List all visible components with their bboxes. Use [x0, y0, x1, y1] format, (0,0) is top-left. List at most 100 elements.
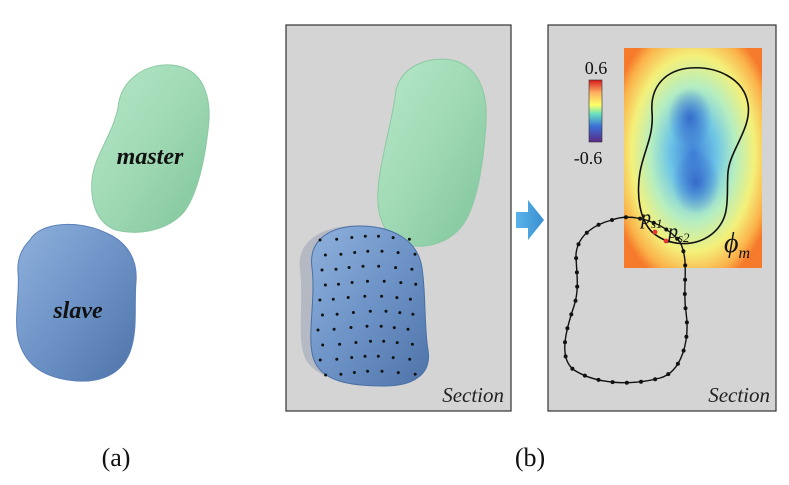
colorbar-min-label: -0.6 — [574, 148, 603, 168]
mesh-point — [414, 282, 418, 286]
mesh-point — [382, 279, 386, 283]
mesh-point — [332, 327, 336, 331]
colorbar: 0.6 -0.6 — [574, 58, 608, 168]
mesh-point — [382, 339, 386, 343]
contour-node — [681, 348, 686, 353]
contour-node — [573, 298, 578, 303]
mesh-point — [413, 372, 417, 376]
contour-node — [565, 326, 570, 331]
mesh-point — [395, 296, 399, 300]
contact-label-ps1: ps1 — [639, 207, 663, 231]
mesh-point — [408, 357, 412, 361]
mesh-point — [316, 328, 320, 332]
contour-node — [576, 242, 581, 247]
contour-node — [610, 380, 615, 385]
contour-node — [675, 236, 680, 241]
contour-node — [596, 222, 601, 227]
master-contour — [637, 67, 750, 245]
contour-node — [638, 216, 643, 221]
mesh-point — [380, 249, 384, 253]
mesh-point — [396, 251, 400, 255]
caption-b: (b) — [515, 443, 545, 472]
mesh-point — [323, 253, 327, 257]
mesh-point — [350, 236, 354, 239]
panel-b-left: Section — [285, 24, 512, 412]
contour-node — [684, 334, 689, 339]
contour-node — [624, 380, 629, 385]
mesh-point — [338, 342, 342, 346]
mesh-point — [351, 311, 355, 314]
mesh-point — [413, 252, 417, 256]
mesh-point — [349, 326, 353, 329]
level-set-field — [624, 48, 762, 268]
contour-node — [683, 277, 688, 282]
contour-node — [682, 292, 687, 296]
mesh-point — [350, 356, 354, 359]
master-particle-section — [377, 58, 487, 247]
slave-particle-section — [310, 225, 430, 387]
mesh-point — [399, 281, 403, 285]
contour-node — [664, 227, 669, 232]
mesh-point — [323, 283, 327, 287]
mesh-point — [353, 251, 357, 254]
mesh-point — [337, 282, 340, 286]
mesh-point — [391, 356, 395, 360]
mesh-point — [408, 297, 412, 301]
mesh-point — [354, 341, 358, 344]
mesh-point — [407, 237, 411, 241]
mesh-point — [363, 234, 367, 238]
contour-node — [651, 220, 656, 225]
panel-a: master slave (a) — [16, 64, 210, 472]
transition-arrow — [516, 200, 544, 240]
mesh-point — [331, 297, 335, 301]
master-particle — [91, 64, 210, 233]
mesh-point — [321, 343, 325, 347]
mesh-point — [391, 236, 395, 240]
colorbar-bar — [588, 79, 603, 143]
mesh-point — [384, 309, 388, 313]
contour-node — [574, 256, 579, 261]
contour-node — [675, 361, 680, 366]
mesh-point — [395, 341, 399, 345]
contour-node — [639, 379, 643, 384]
contour-node — [683, 263, 688, 268]
mesh-point — [335, 357, 339, 361]
mesh-point — [335, 312, 339, 316]
mesh-point — [320, 268, 324, 272]
section-label-right: Section — [708, 383, 770, 407]
mesh-point — [368, 309, 372, 313]
mesh-point — [377, 264, 381, 268]
mesh-point — [347, 266, 351, 269]
contour-node — [574, 270, 579, 275]
mesh-point — [410, 267, 414, 271]
contour-node — [575, 284, 580, 289]
slave-contour-nodes — [563, 215, 689, 385]
mesh-point — [321, 313, 324, 317]
contour-node — [563, 340, 567, 345]
mesh-point — [339, 252, 343, 256]
mesh-point — [366, 279, 369, 283]
mesh-point — [366, 249, 370, 253]
mesh-point — [361, 264, 365, 268]
contour-node — [584, 230, 589, 235]
mesh-point — [392, 326, 396, 330]
mesh-point — [366, 369, 370, 373]
mesh-point — [335, 237, 339, 241]
mesh-point — [318, 298, 322, 302]
contact-label-ps2: ps2 — [666, 221, 690, 245]
mesh-point — [411, 312, 415, 316]
colorbar-max-label: 0.6 — [585, 58, 608, 78]
mesh-point — [396, 371, 400, 375]
mesh-point — [376, 354, 380, 358]
contact-point-ps1 — [652, 229, 658, 235]
contact-point-ps2 — [663, 238, 669, 244]
mesh-point — [346, 296, 350, 299]
caption-a: (a) — [102, 443, 131, 472]
mesh-point — [318, 358, 322, 362]
phi-label: ϕm — [724, 228, 750, 262]
contour-node — [596, 377, 601, 382]
mesh-point — [380, 369, 384, 373]
section-label-left: Section — [442, 383, 504, 407]
slave-particle — [16, 223, 137, 382]
slave-label: slave — [52, 298, 103, 324]
